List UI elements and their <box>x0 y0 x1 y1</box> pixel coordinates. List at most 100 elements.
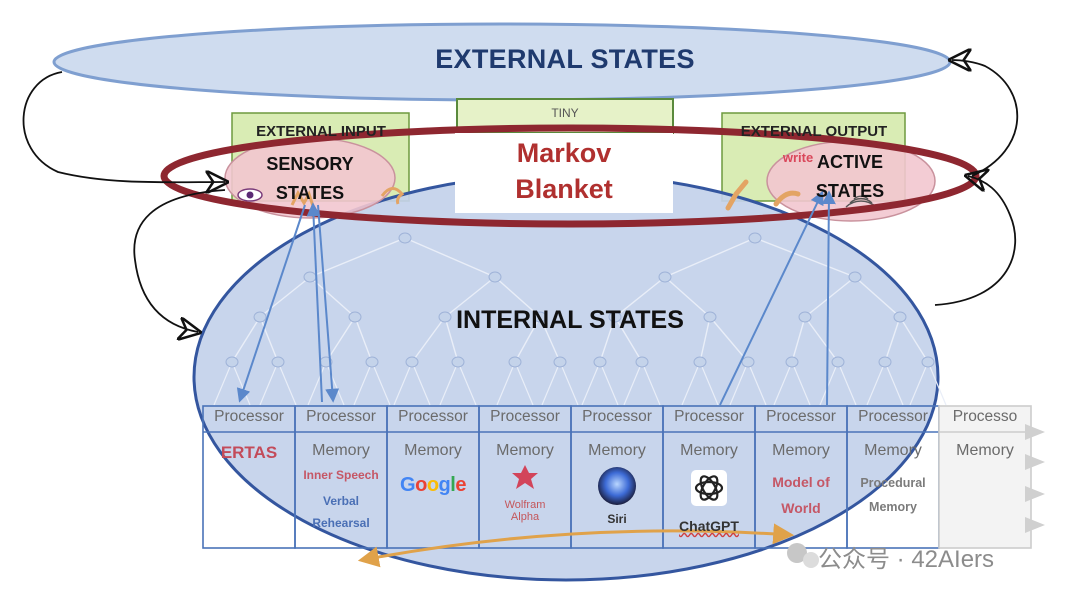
wechat-icon <box>787 543 819 568</box>
tree-node <box>253 311 267 323</box>
tree-node <box>741 356 755 368</box>
tree-edge <box>664 276 711 318</box>
tree-edge <box>307 361 327 406</box>
hand-icon <box>290 189 315 207</box>
chatgpt-label: ChatGPT <box>679 518 739 534</box>
ertas-label: ERTAS <box>220 443 278 462</box>
tree-edge <box>353 361 373 406</box>
tree-edge <box>539 316 561 363</box>
arm-icon <box>773 190 801 207</box>
tree-edge <box>791 361 811 406</box>
external-states-label: EXTERNAL STATES <box>435 44 695 74</box>
tree-node <box>451 356 465 368</box>
sensory-arrow-down-2 <box>317 204 340 403</box>
tree-edge <box>231 316 261 363</box>
tree-edge <box>819 361 839 406</box>
tree-edge <box>866 361 886 406</box>
tree-edge <box>837 361 857 406</box>
google-logo: Google <box>400 474 466 496</box>
continuation-arrow <box>1025 454 1045 470</box>
tree-node <box>608 311 622 323</box>
tree-edge <box>444 316 459 363</box>
external-output-hint: write <box>782 150 814 165</box>
memory-label: Memory <box>864 442 922 459</box>
sensory-arrow-up <box>306 202 323 403</box>
tree-node <box>893 311 907 323</box>
tree-edge <box>747 361 767 406</box>
tree-edge <box>371 361 391 406</box>
tree-node <box>785 356 799 368</box>
loop-arrow-top-right <box>952 60 1019 177</box>
tree-edge <box>259 276 311 318</box>
internal-states-label: INTERNAL STATES <box>456 306 684 334</box>
tree-node <box>693 356 707 368</box>
tree-node <box>348 311 362 323</box>
hierarchy-tree <box>213 232 947 406</box>
tree-node <box>593 356 607 368</box>
tree-edge <box>393 361 413 406</box>
tree-node <box>703 311 717 323</box>
tree-edge <box>444 276 496 318</box>
siri-label: Siri <box>607 512 627 526</box>
sensory-arrow-down-1 <box>236 204 306 403</box>
processor-label: Processor <box>306 408 376 425</box>
tree-edge <box>854 276 901 318</box>
tree-edge <box>277 361 297 406</box>
tree-node <box>553 356 567 368</box>
tree-edge <box>884 316 901 363</box>
processor-label: Processor <box>766 408 836 425</box>
processor-label: Processor <box>490 408 560 425</box>
tree-edge <box>325 361 345 406</box>
memory-label: Memory <box>680 442 738 459</box>
tree-edge <box>404 237 496 278</box>
procedural-label: Procedural <box>860 476 926 490</box>
tree-edge <box>496 361 516 406</box>
tree-edge <box>411 361 431 406</box>
world-label: World <box>781 500 821 516</box>
tree-node <box>365 356 379 368</box>
tree-edge <box>909 361 929 406</box>
tree-edge <box>581 361 601 406</box>
tree-edge <box>309 237 406 278</box>
memory-label: Memory <box>312 442 370 459</box>
tree-node <box>831 356 845 368</box>
processor-cell-7: Processor Memory Model of World <box>755 406 847 548</box>
tree-edge <box>773 361 793 406</box>
tree-node <box>748 232 762 244</box>
tree-node <box>405 356 419 368</box>
tree-edge <box>699 316 711 363</box>
alpha-label: Alpha <box>510 511 540 523</box>
processor-label: Processo <box>952 408 1018 425</box>
processor-cell-4: Processor Memory Wolfram Alpha <box>479 406 571 548</box>
sensory-states-line1: SENSORY <box>266 154 354 174</box>
rehearsal-label: Rehearsal <box>312 516 370 530</box>
tree-edge <box>213 361 233 406</box>
siri-icon <box>571 466 663 511</box>
wolfram-icon <box>479 464 571 497</box>
continuation-arrow <box>1025 424 1045 440</box>
processor-label: Processor <box>582 408 652 425</box>
tree-edge <box>614 316 643 363</box>
tree-node <box>533 311 547 323</box>
eye-icon <box>237 188 263 202</box>
tree-edge <box>641 361 661 406</box>
chatgpt-icon <box>663 468 755 513</box>
wolfram-label: Wolfram <box>504 499 546 511</box>
memory-label: Memory <box>588 442 646 459</box>
tree-edge <box>927 361 947 406</box>
tree-edge <box>899 316 929 363</box>
tree-edge <box>325 316 356 363</box>
markov-blanket-box <box>455 133 673 213</box>
processor-label: Processor <box>674 408 744 425</box>
continuation-arrow <box>1025 486 1045 502</box>
external-input-title: EXTERNAL INPUT <box>256 123 386 140</box>
verbal-label: Verbal <box>322 494 360 508</box>
tree-edge <box>457 361 477 406</box>
processor-cell-9: Processo Memory <box>939 406 1031 548</box>
loop-arrow-mid-left <box>133 189 226 332</box>
tree-edge <box>709 316 749 363</box>
tree-edge <box>729 361 749 406</box>
tree-edge <box>791 316 806 363</box>
markov-blanket-line1: Markov <box>516 138 612 168</box>
